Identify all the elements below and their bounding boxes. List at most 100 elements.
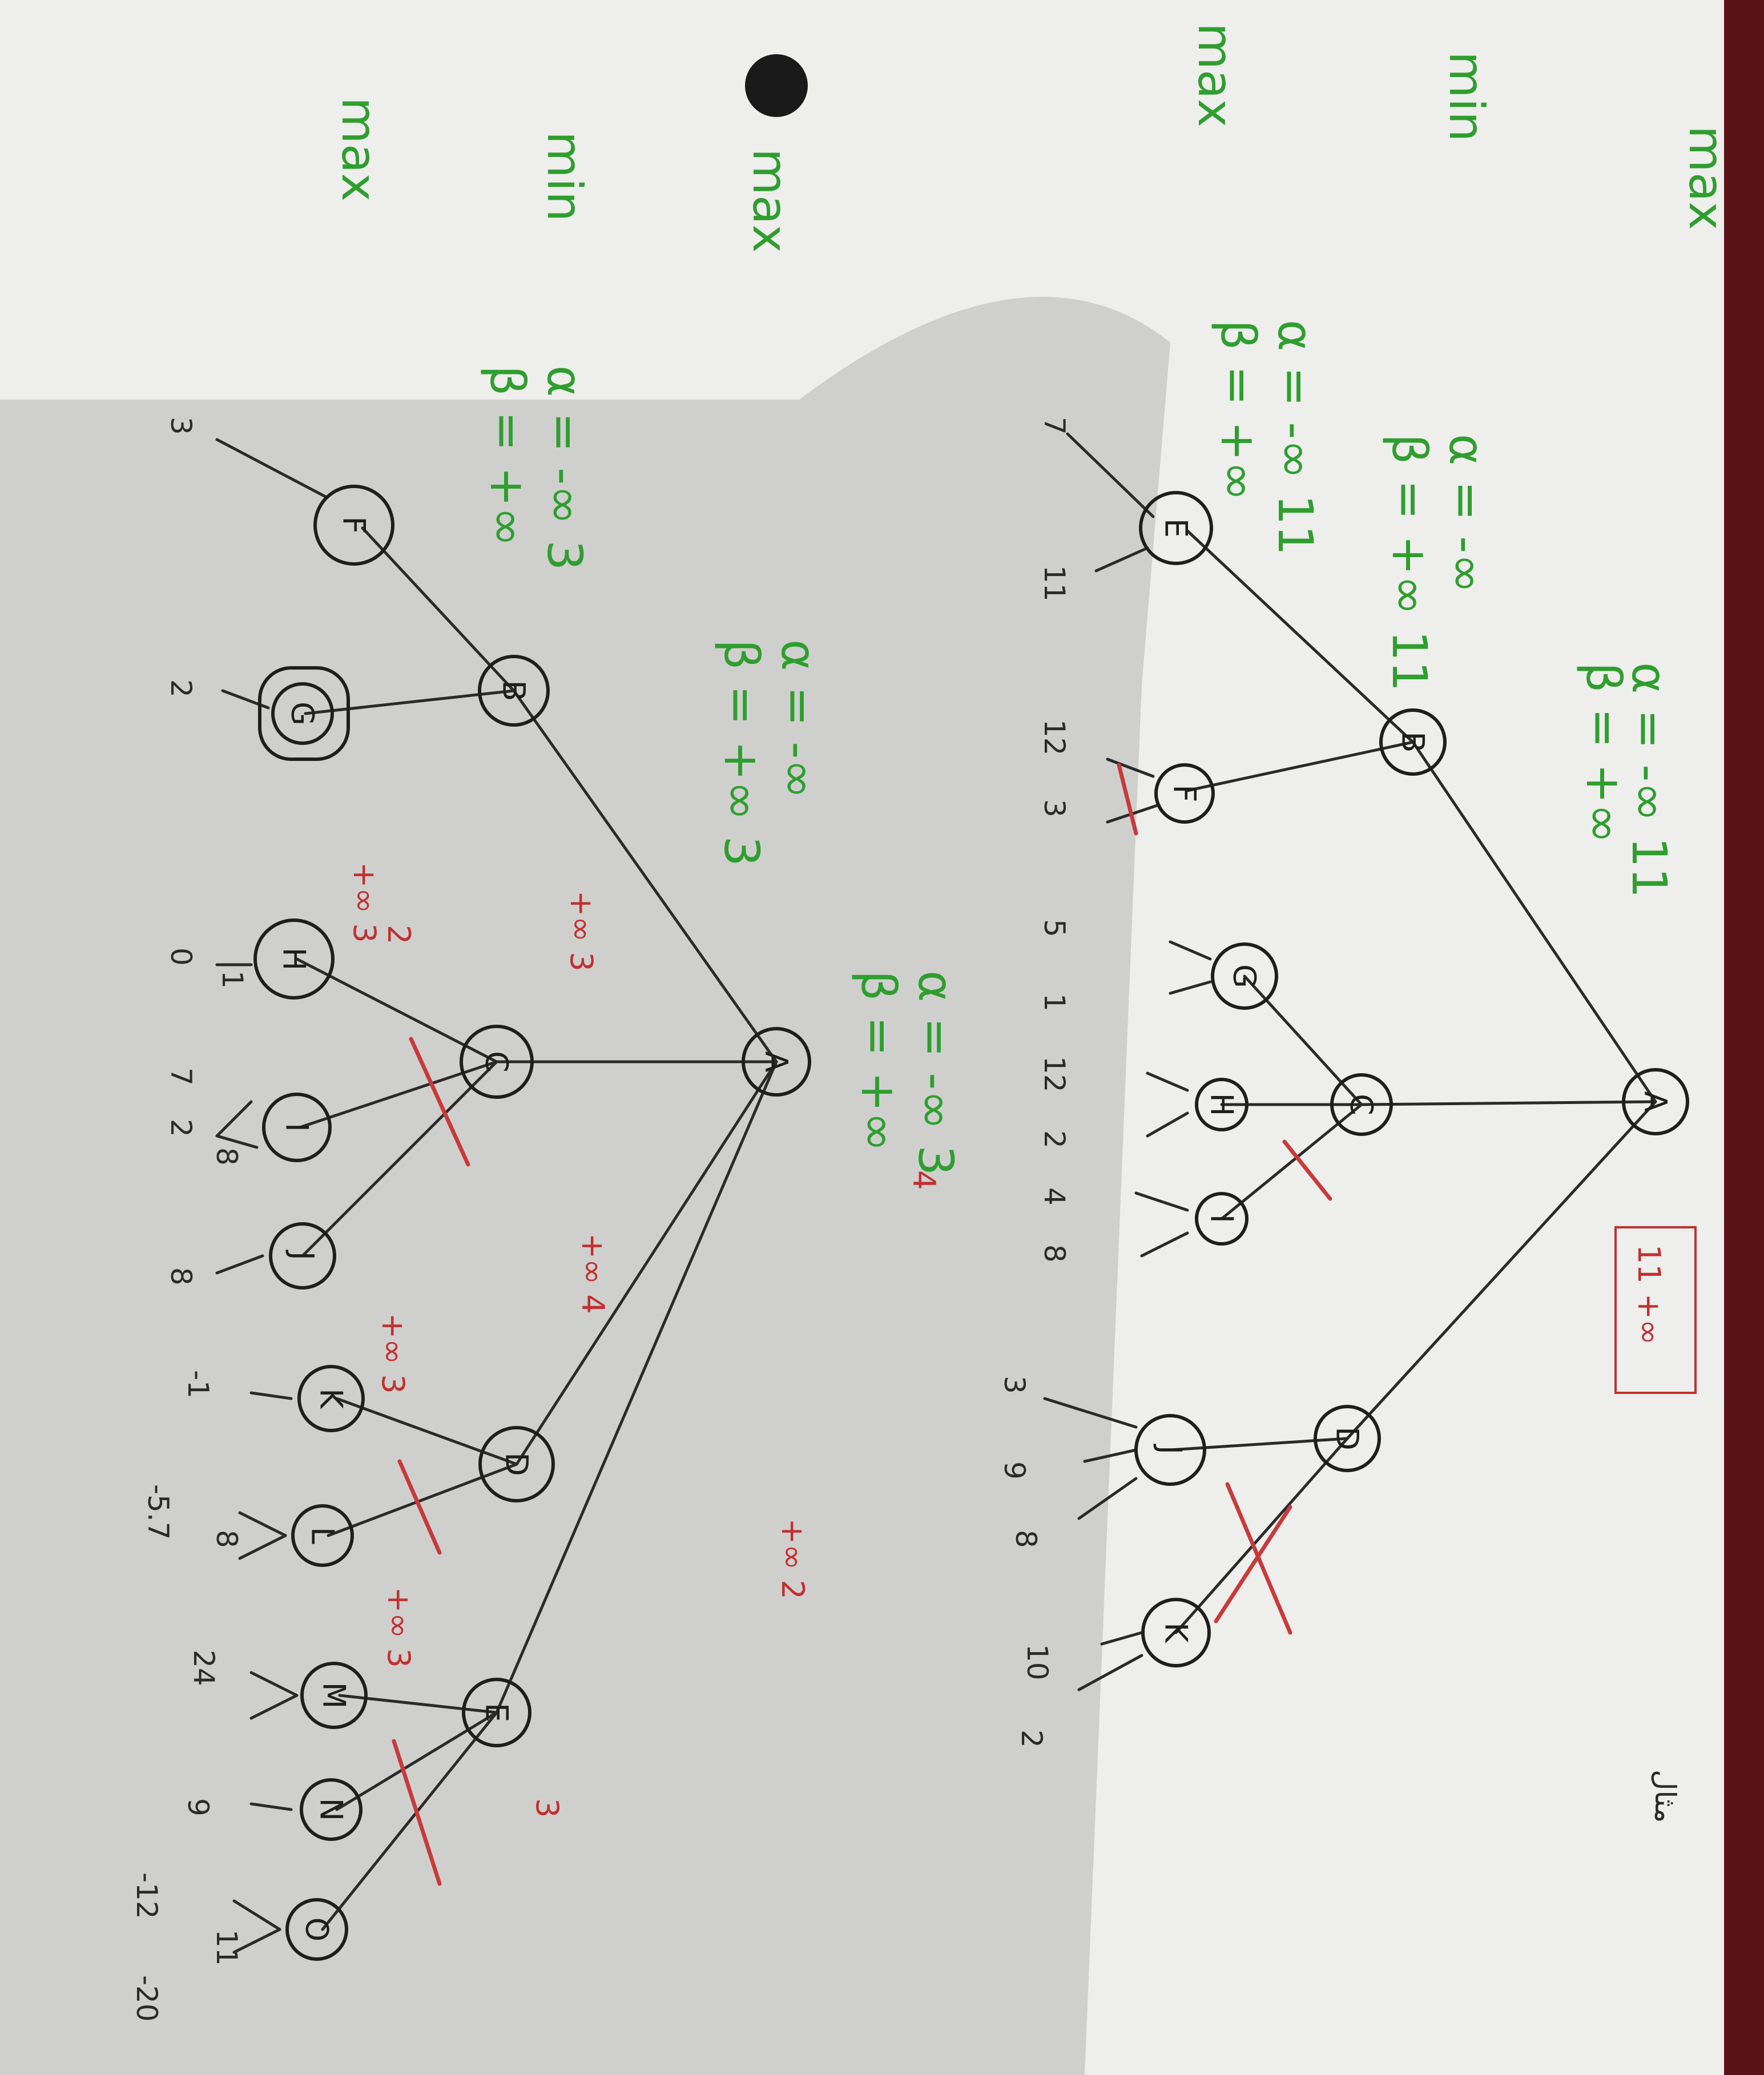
node-k: K: [1141, 1598, 1211, 1667]
svg-text:K: K: [313, 1388, 349, 1409]
b-alpha: α = -∞: [1439, 434, 1495, 593]
red-note: 4: [906, 1170, 942, 1190]
tree-two-diagram: A B C D E F G H I J K L M N O max min ma…: [130, 97, 964, 2022]
leaf-edge: [1083, 1448, 1138, 1463]
a-beta: β = +∞: [851, 970, 907, 1152]
red-note: 2: [381, 925, 417, 944]
root-alpha: α = -∞ 11: [1621, 662, 1677, 898]
node-h: H: [1195, 1078, 1249, 1131]
node-c: C: [460, 1025, 534, 1099]
edge-a-b: [512, 689, 778, 1063]
leaf-edge: [249, 1694, 299, 1720]
node-m: M: [300, 1662, 368, 1729]
red-note: +∞ 4: [575, 1233, 611, 1314]
leaf-value: 3: [1038, 799, 1071, 817]
leaf-edge: [1134, 1191, 1189, 1212]
svg-text:N: N: [313, 1798, 349, 1821]
leaf-edge: [1077, 1477, 1138, 1520]
node-i: I: [1195, 1192, 1249, 1246]
b-beta: β = +∞ 11: [1382, 434, 1437, 691]
level-label-max: max: [1187, 23, 1243, 127]
red-note: +∞ 2: [775, 1518, 811, 1599]
node-d: D: [478, 1426, 555, 1502]
leaf-value: 3: [998, 1376, 1031, 1394]
node-e: E: [1139, 491, 1213, 565]
edge-d-k: [335, 1397, 518, 1466]
b-beta: β = +∞ 3: [714, 639, 770, 867]
leaf-edge: [1094, 546, 1149, 573]
svg-text:F: F: [336, 516, 372, 534]
leaf-value: 5: [1038, 919, 1071, 937]
svg-text:I: I: [279, 1123, 315, 1132]
boxed-value: 11 +∞: [1614, 1226, 1697, 1394]
svg-text:C: C: [1344, 1094, 1380, 1115]
leaf-value: 2: [164, 679, 198, 698]
node-e: E: [462, 1678, 531, 1747]
leaf-edge: [232, 1899, 281, 1931]
root-beta: β = +∞: [1576, 662, 1632, 844]
leaf-value: -12: [130, 1872, 163, 1919]
leaf-edge: [215, 1134, 259, 1149]
leaf-edge: [1146, 1111, 1189, 1138]
svg-text:M: M: [316, 1682, 352, 1709]
svg-text:K: K: [1158, 1622, 1194, 1643]
leaf-value: 8: [1038, 1244, 1071, 1263]
leaf-edge: [1169, 940, 1212, 961]
svg-text:E: E: [479, 1703, 515, 1722]
red-note: +∞ 3: [375, 1313, 411, 1394]
node-g: G: [1211, 942, 1278, 1010]
edge-b-f: [1186, 740, 1415, 792]
level-label-min: min: [1439, 51, 1495, 142]
red-note: +∞ 3: [563, 891, 599, 972]
leaf-edge: [249, 1802, 293, 1811]
prune-mark: [1282, 1139, 1332, 1201]
leaf-value: -1: [182, 1370, 215, 1399]
leaf-edge: [1146, 1071, 1189, 1092]
prune-mark: [1225, 1482, 1292, 1635]
node-i: I: [262, 1093, 332, 1162]
leaf-edge: [215, 1100, 253, 1138]
leaf-value: 9: [182, 1798, 215, 1816]
leaf-edge: [249, 1671, 299, 1697]
leaf-edge: [1140, 1231, 1189, 1258]
leaf-value: 11: [210, 1929, 243, 1966]
leaf-edge: [1169, 980, 1212, 995]
edge-d-k: [1174, 1437, 1349, 1634]
edge-c-j: [301, 1060, 498, 1258]
prune-mark: [1214, 1505, 1292, 1623]
svg-text:G: G: [285, 702, 321, 726]
tree-one-leaves: 7 11 12 3 5 1 12 2 4 8 3 9 8 10 2: [998, 417, 1071, 1748]
node-j: J: [1134, 1414, 1206, 1486]
node-a: A: [742, 1027, 811, 1097]
node-h: H: [253, 918, 335, 1000]
leaf-value: 9: [998, 1461, 1031, 1480]
node-f: F: [313, 485, 394, 566]
svg-text:I: I: [1204, 1214, 1240, 1223]
b-alpha: α = -∞: [771, 639, 827, 799]
svg-text:H: H: [1204, 1093, 1240, 1117]
leaf-value: 2: [164, 1119, 198, 1137]
leaf-edge: [1043, 1397, 1138, 1429]
edge-b-f: [361, 526, 515, 692]
node-n: N: [300, 1778, 363, 1841]
leaf-edge: [215, 438, 327, 498]
svg-text:C: C: [479, 1051, 515, 1073]
svg-text:G: G: [1227, 964, 1263, 988]
leaf-value: 2: [1015, 1730, 1048, 1748]
leaf-value: -5.7: [142, 1484, 175, 1540]
edge-b-e: [1186, 529, 1415, 744]
ink-dot: [745, 54, 808, 117]
edge-d-j: [1169, 1437, 1349, 1452]
svg-text:B: B: [1395, 731, 1431, 752]
leaf-value: -20: [130, 1975, 163, 2022]
leaf-value: 10: [1021, 1644, 1054, 1681]
svg-text:A: A: [1638, 1091, 1674, 1113]
leaf-value: 7: [164, 1067, 198, 1086]
edge-d-l: [327, 1462, 518, 1537]
edge-a-d: [515, 1060, 778, 1466]
svg-text:O: O: [299, 1917, 335, 1942]
f-alpha: α = -∞ 3: [537, 365, 593, 571]
svg-text:11 +∞: 11 +∞: [1631, 1244, 1667, 1345]
node-a: A: [1622, 1068, 1689, 1135]
red-note: +∞ 3: [381, 1587, 417, 1668]
